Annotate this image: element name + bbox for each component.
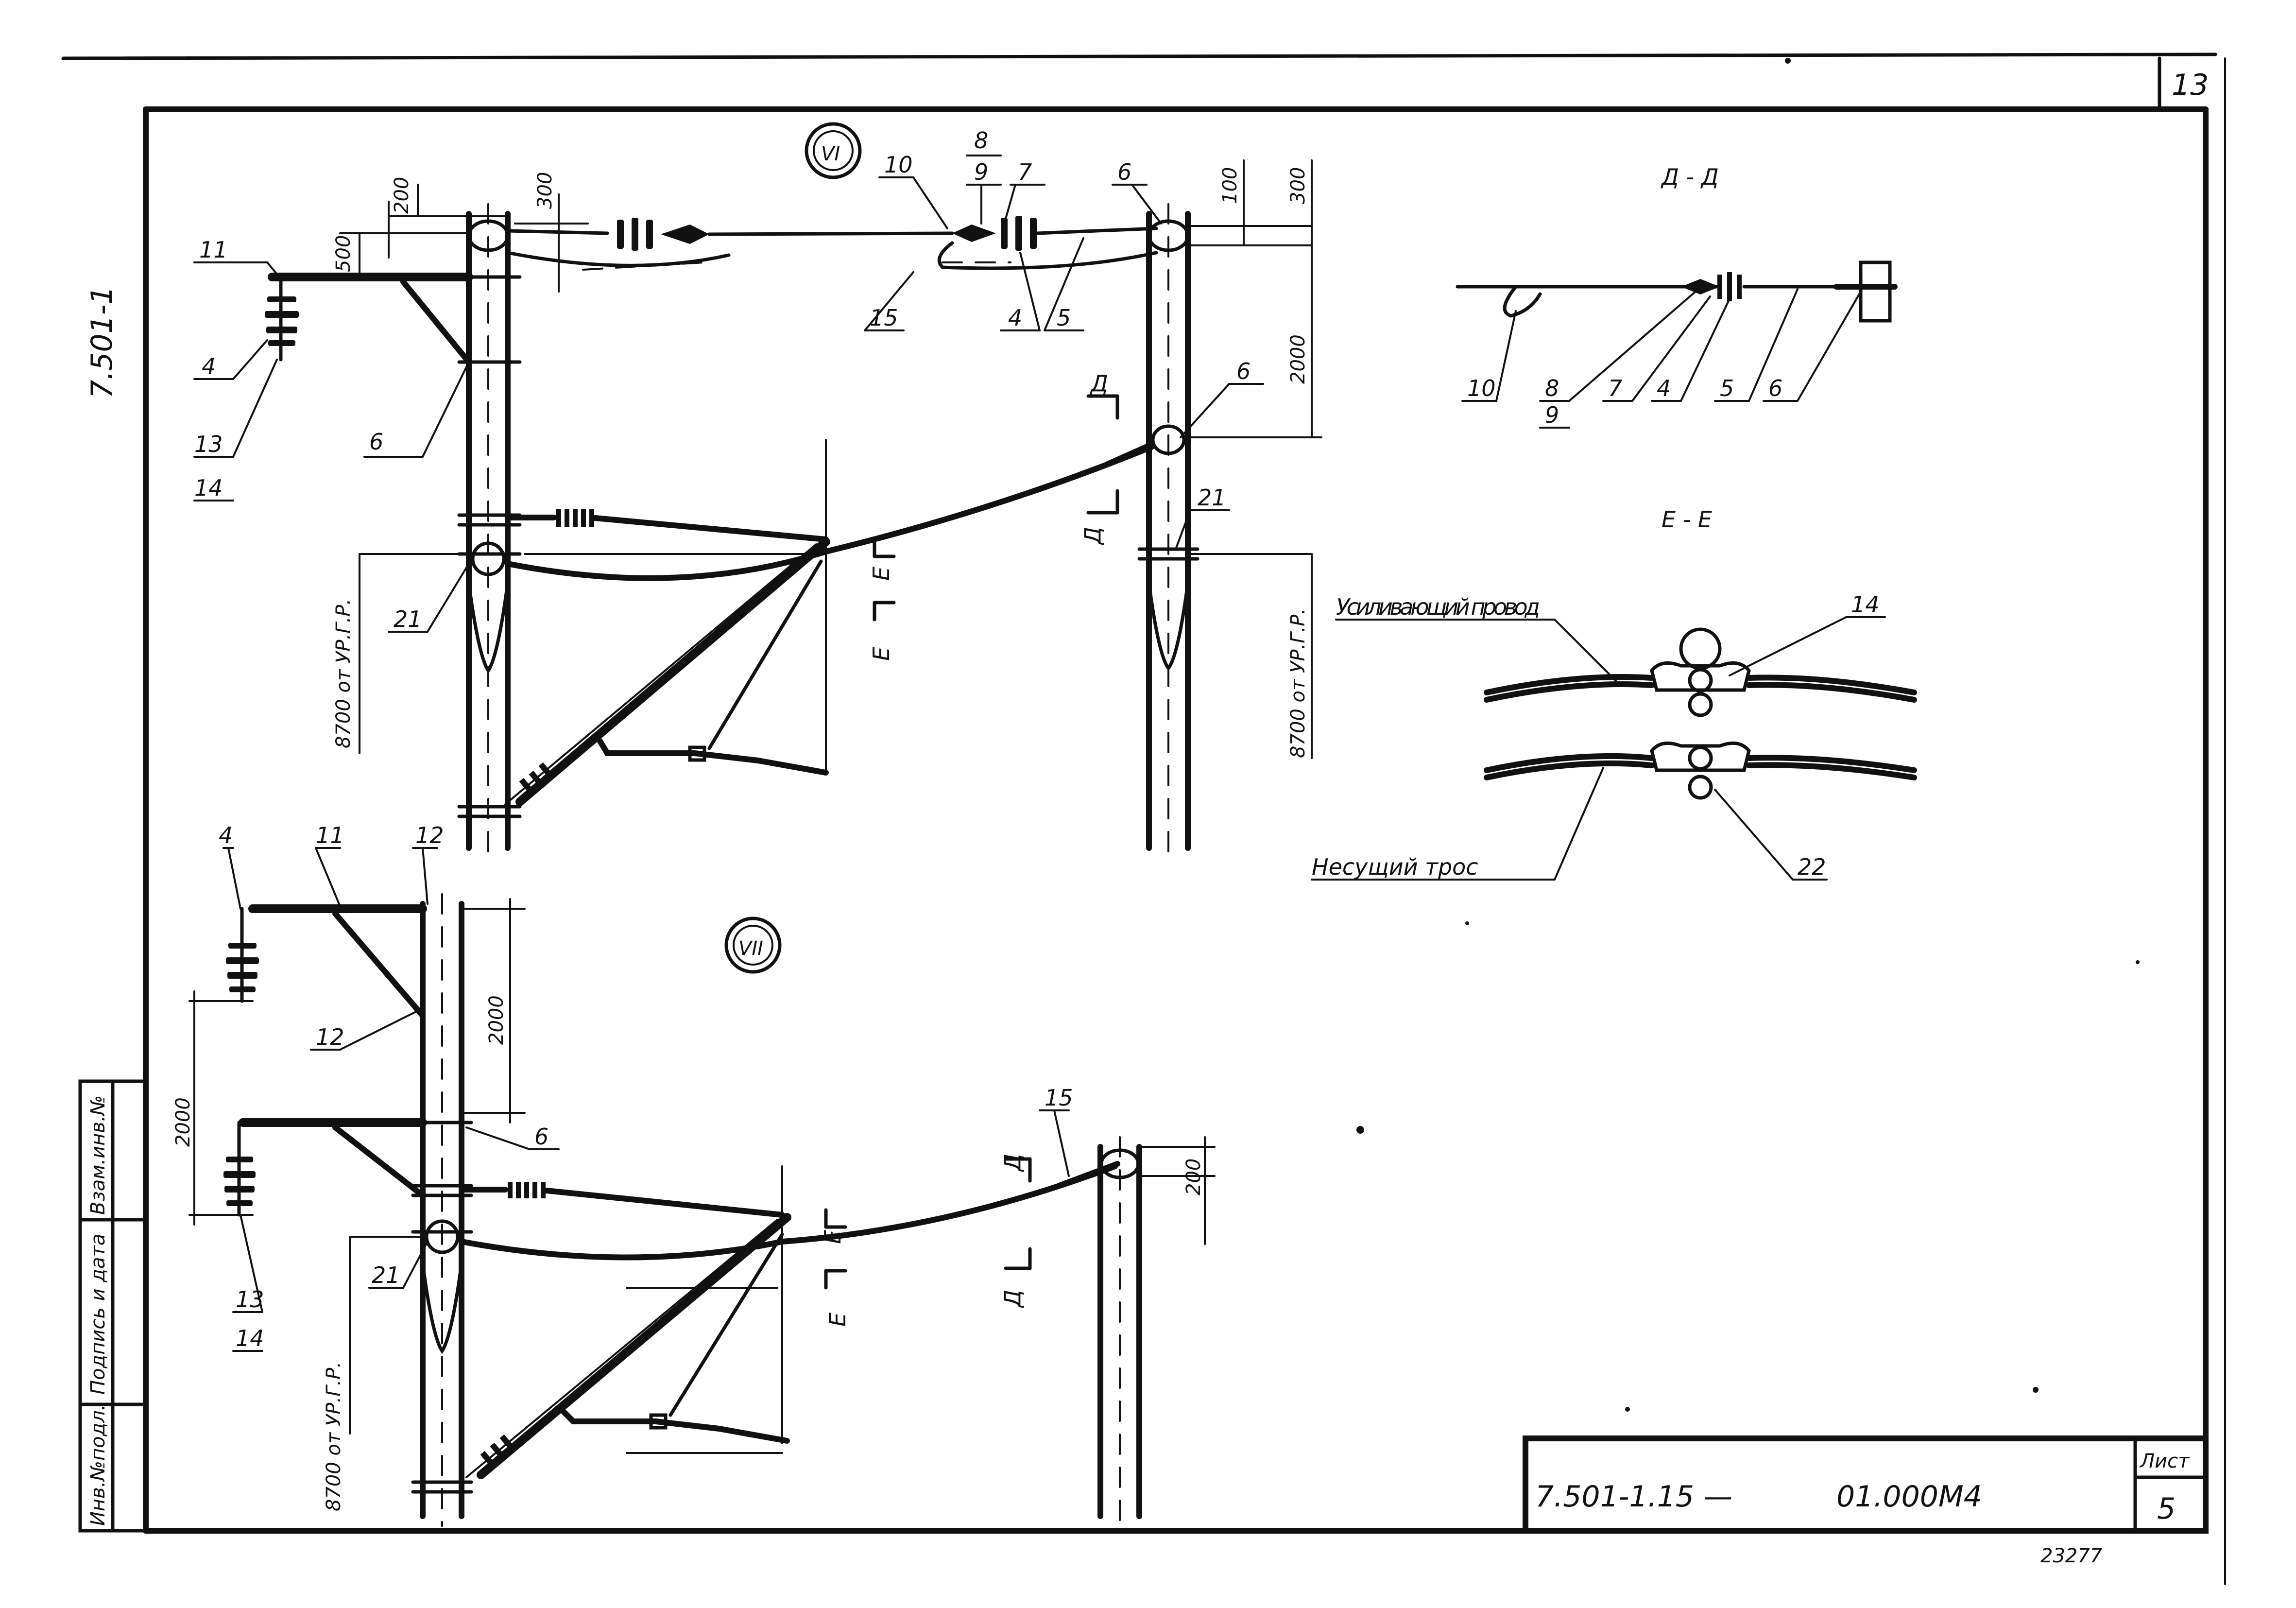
callout-10-d: 10 [1467, 375, 1496, 401]
cut-e-vii-upper: Е [820, 1230, 846, 1244]
callout-5-d: 5 [1720, 375, 1734, 401]
side-col-signature: Подпись и дата [87, 1234, 109, 1395]
title-sheet-number: 5 [2157, 1492, 2176, 1526]
title-block [1523, 1435, 2209, 1534]
label-messenger-cable: Несущий трос [1312, 854, 1478, 880]
cut-d-upper: Д [1090, 370, 1108, 397]
callout-6-vi-mid: 6 [1236, 358, 1251, 384]
callout-10-vi: 10 [884, 152, 913, 178]
dim-100: 100 [1219, 167, 1241, 204]
callout-14-e: 14 [1851, 591, 1880, 618]
section-d-title: Д - Д [1661, 164, 1719, 190]
callout-13-vi: 13 [194, 431, 223, 457]
callout-12-vii-mid: 12 [316, 1024, 344, 1050]
callout-11-vi: 11 [199, 237, 228, 263]
view-vi-drawing [265, 122, 1322, 856]
callout-6-vi-left: 6 [369, 429, 383, 455]
title-sheet-label: Лист [2139, 1450, 2190, 1472]
dim-2000-right: 2000 [1287, 334, 1309, 384]
callout-4-vii: 4 [219, 822, 233, 848]
view-vi-label: VI [821, 143, 840, 165]
cut-e-lower: Е [868, 647, 894, 661]
callout-4-d: 4 [1657, 375, 1671, 401]
callout-6-vii: 6 [534, 1124, 548, 1150]
callout-21-vii: 21 [372, 1262, 400, 1288]
callout-9-vi: 9 [974, 159, 988, 185]
callout-8-vi: 8 [974, 127, 988, 154]
cut-e-vii-lower: Е [824, 1313, 851, 1327]
height-note-vii: 8700 от УР.Г.Р. [323, 1362, 345, 1511]
side-col-replace: Взам.инв.№ [87, 1095, 109, 1215]
callout-12-vii-top: 12 [415, 822, 444, 848]
callout-leaders-vii [223, 847, 1070, 1352]
section-e-title: Е - Е [1662, 506, 1712, 533]
page-number: 13 [2172, 68, 2209, 102]
callout-4-vi-right: 4 [1008, 305, 1022, 331]
sheet-frame [61, 52, 2226, 1585]
inventory-number: 23277 [2040, 1545, 2103, 1567]
callout-22-e: 22 [1798, 854, 1826, 880]
view-vii-drawing [188, 893, 1216, 1527]
section-e-drawing [1311, 616, 1917, 881]
callout-14-vi: 14 [194, 475, 223, 501]
callout-leaders-d [1461, 288, 1862, 429]
callout-15-vii: 15 [1045, 1085, 1073, 1111]
dim-2000-vii-pole: 2000 [485, 995, 508, 1045]
callout-7-d: 7 [1608, 375, 1622, 401]
cut-d-vii-upper: Д [999, 1154, 1026, 1172]
cut-d-vii-lower: Д [999, 1290, 1026, 1308]
cut-e-upper: Е [868, 567, 894, 581]
dim-200-top: 200 [391, 177, 413, 214]
series-code: 7.501-1 [85, 286, 119, 398]
callout-14-vii: 14 [236, 1325, 264, 1351]
side-col-inventory: Инв.№подл. [87, 1404, 109, 1526]
height-note-right-vi: 8700 от УР.Г.Р. [1287, 608, 1309, 758]
callout-4-vi-left: 4 [202, 353, 216, 380]
callout-6-vi-right: 6 [1117, 159, 1131, 185]
callout-13-vii: 13 [236, 1286, 264, 1313]
dim-500: 500 [332, 235, 355, 272]
callout-leaders-vi [193, 155, 1264, 633]
callout-21-vi-left: 21 [394, 606, 422, 632]
title-doc-code: 7.501-1.15 — [1535, 1480, 1732, 1514]
dim-300-top-right: 300 [1287, 167, 1309, 204]
callout-5-vi: 5 [1057, 305, 1071, 331]
callout-7-vi: 7 [1018, 159, 1032, 185]
height-note-left-vi: 8700 от УР.Г.Р. [332, 599, 355, 748]
cut-d-lower: Д [1079, 527, 1106, 545]
scan-specks [1356, 58, 2140, 1412]
label-reinforcing-wire: Усиливающий провод [1336, 594, 1540, 620]
callout-11-vii: 11 [316, 822, 344, 848]
dim-200-vii-right: 200 [1182, 1158, 1205, 1195]
side-stamp [78, 1079, 148, 1533]
dim-300-top-left: 300 [534, 172, 556, 209]
view-vii-label: VII [738, 937, 763, 960]
callout-21-vi-right: 21 [1198, 484, 1226, 511]
callout-6-d: 6 [1768, 375, 1782, 401]
callout-8-d: 8 [1545, 375, 1559, 401]
callout-15-vi: 15 [870, 305, 898, 331]
title-doc-sub: 01.000М4 [1836, 1480, 1982, 1514]
dim-2000-vii-left: 2000 [172, 1097, 194, 1147]
callout-9-d: 9 [1545, 402, 1559, 428]
section-d-drawing [1456, 260, 1898, 323]
